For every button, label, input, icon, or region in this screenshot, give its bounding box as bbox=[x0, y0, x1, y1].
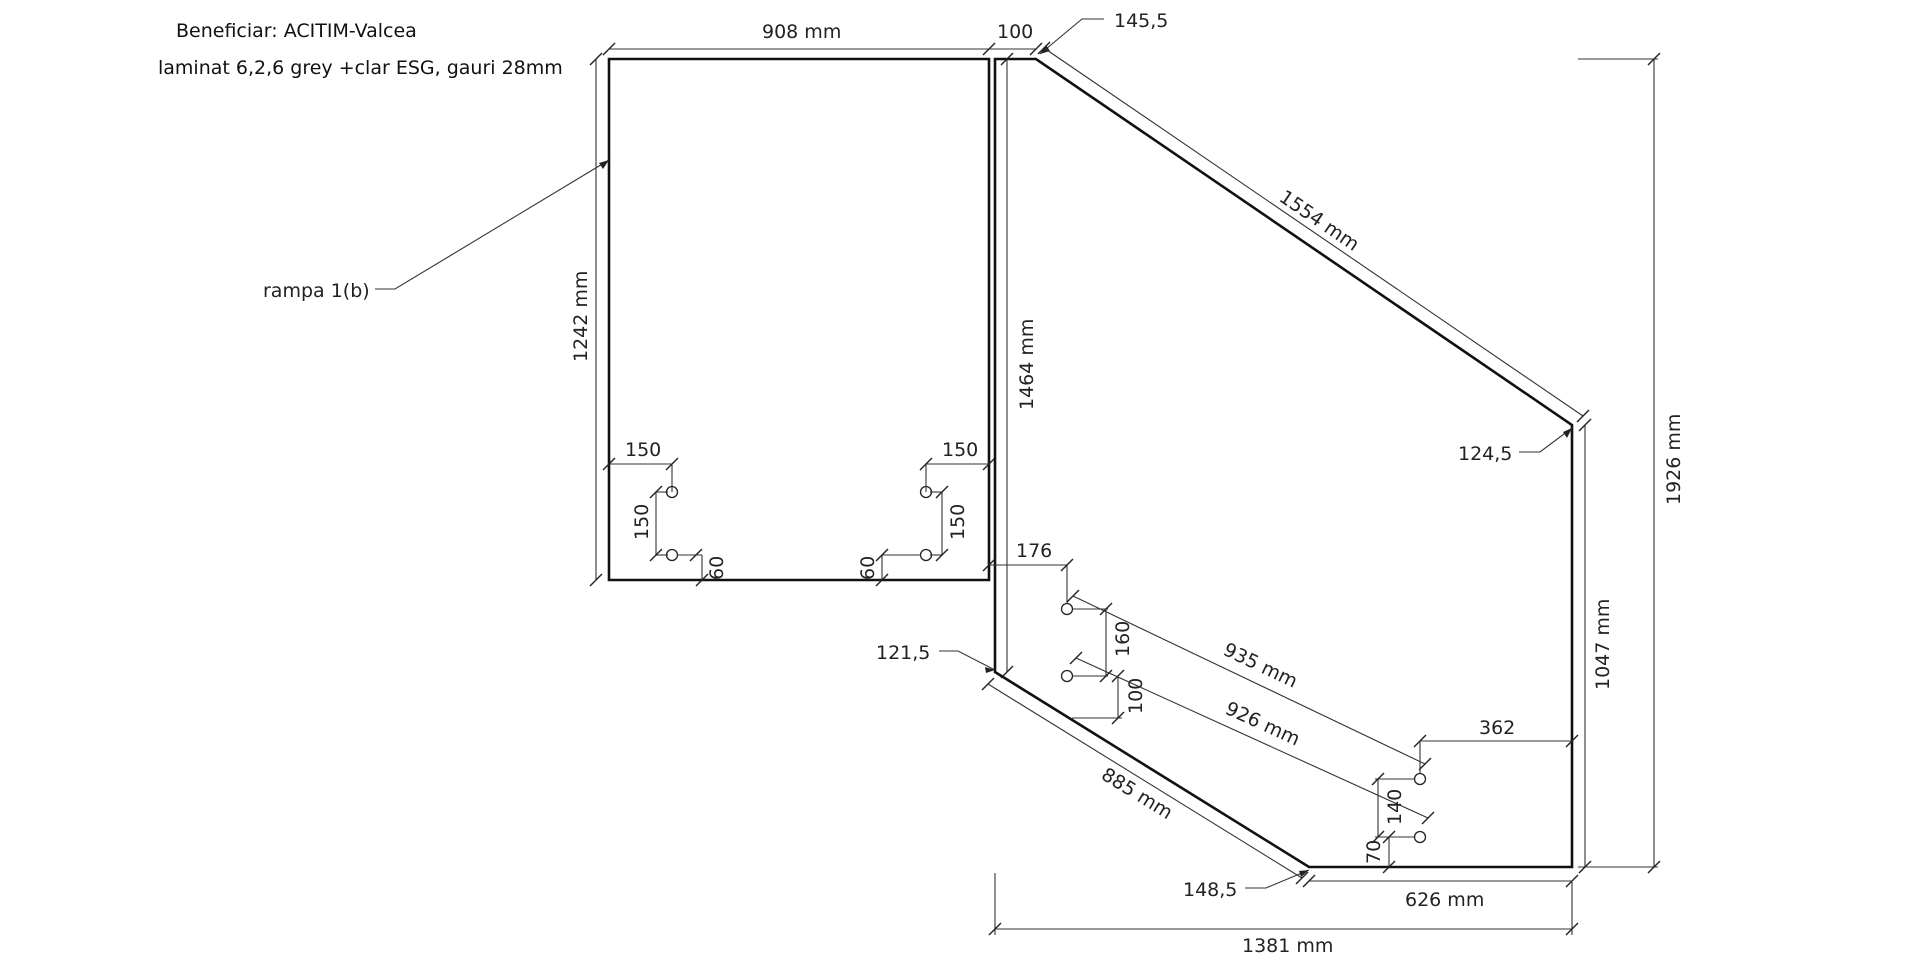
left-panel-outline bbox=[607, 57, 991, 582]
hole-offset-x-label: 176 bbox=[1016, 540, 1052, 562]
right-hole-spacing-label: 150 bbox=[947, 504, 969, 540]
left-hole-spacing-label: 150 bbox=[631, 504, 653, 540]
hole-rp-2 bbox=[1060, 669, 1074, 683]
hole-offset-y-label: 100 bbox=[1125, 678, 1147, 714]
left-width-label: 908 mm bbox=[762, 21, 841, 43]
bottom-width-label: 626 mm bbox=[1405, 889, 1484, 911]
right-panel: 100 145,5 1554 mm 1464 mm 1926 mm 124,5 … bbox=[876, 10, 1685, 955]
left-panel: 908 mm 1242 mm rampa 1(b) 150 150 60 bbox=[263, 21, 996, 587]
corner-left-label: 121,5 bbox=[876, 642, 930, 664]
hole-offset-bottom-label: 70 bbox=[1363, 840, 1385, 864]
total-height-label: 1926 mm bbox=[1663, 414, 1685, 505]
hole-spacing-right-label: 140 bbox=[1384, 789, 1406, 825]
hole-right-bottom bbox=[919, 548, 933, 562]
spec-label: laminat 6,2,6 grey +clar ESG, gauri 28mm bbox=[158, 57, 563, 79]
corner-right-label: 124,5 bbox=[1458, 443, 1512, 465]
hole-spacing-left-label: 160 bbox=[1112, 621, 1134, 657]
corner-bottom-label: 148,5 bbox=[1183, 879, 1237, 901]
total-width-label: 1381 mm bbox=[1242, 935, 1333, 955]
hole-left-bottom bbox=[665, 548, 679, 562]
left-height-label: 1242 mm bbox=[570, 271, 592, 362]
right-hole-offset-label: 150 bbox=[942, 439, 978, 461]
corner-top-label: 145,5 bbox=[1114, 10, 1168, 32]
right-height-label: 1047 mm bbox=[1592, 599, 1614, 690]
client-label: Beneficiar: ACITIM-Valcea bbox=[176, 20, 417, 42]
diagonal-top-label: 1554 mm bbox=[1275, 186, 1363, 256]
rampa-label: rampa 1(b) bbox=[263, 280, 370, 302]
left-edge-offset-label: 60 bbox=[706, 556, 728, 580]
right-edge-offset-label: 60 bbox=[857, 556, 879, 580]
hole-offset-right-label: 362 bbox=[1479, 717, 1515, 739]
left-hole-offset-label: 150 bbox=[625, 439, 661, 461]
hole-rp-4 bbox=[1413, 830, 1427, 844]
hole-rp-3 bbox=[1413, 772, 1427, 786]
right-panel-outline bbox=[993, 57, 1574, 869]
diagonal-bottom-label: 885 mm bbox=[1097, 764, 1176, 824]
right-left-height-label: 1464 mm bbox=[1016, 319, 1038, 410]
gap-label: 100 bbox=[997, 21, 1033, 43]
hole-rp-1 bbox=[1060, 602, 1074, 616]
diag-holes-1-label: 935 mm bbox=[1220, 639, 1301, 693]
